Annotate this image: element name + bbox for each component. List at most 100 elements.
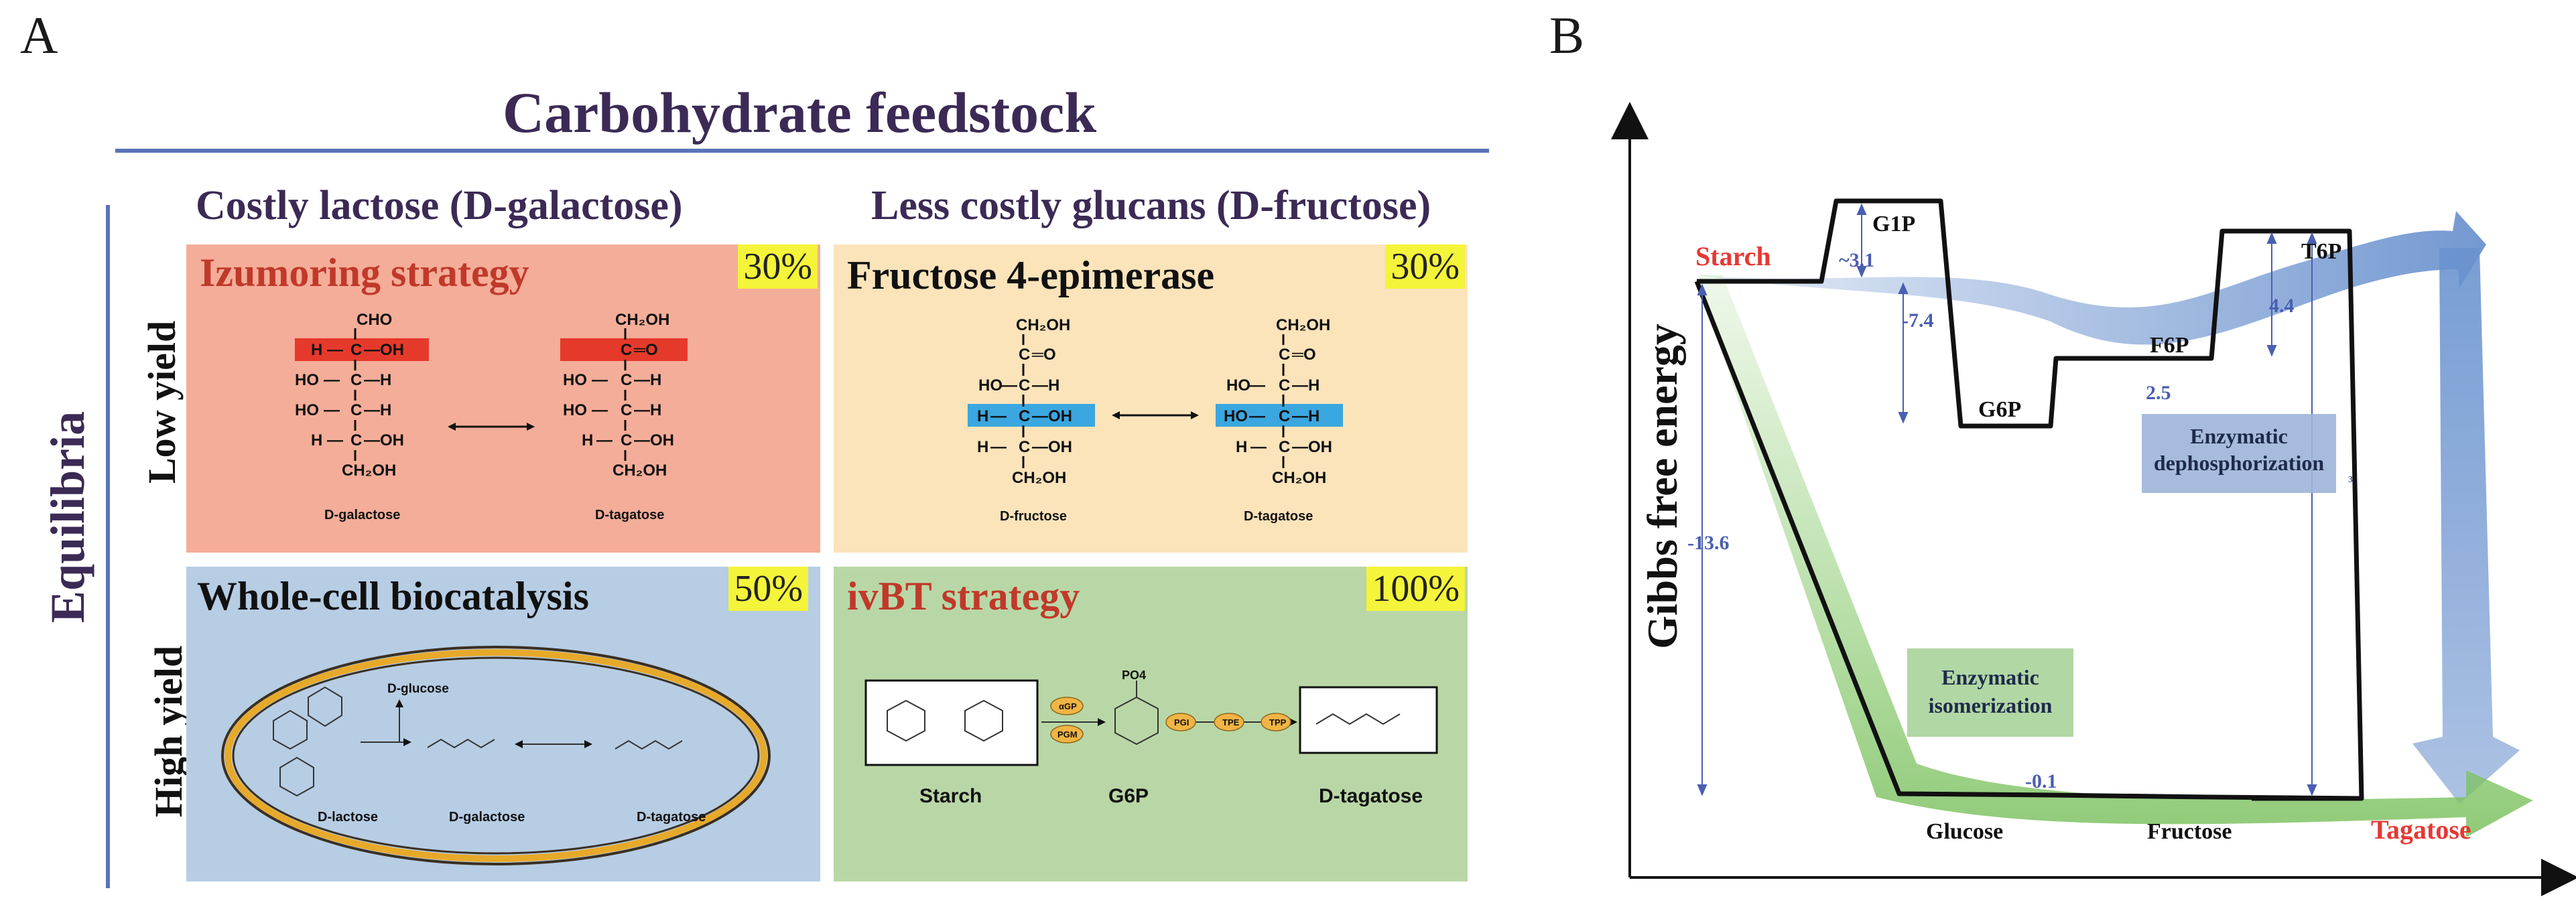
svg-text:C: C [1019,438,1030,456]
svg-text:—: — [324,401,340,419]
value-starch-g1p: ~3.1 [1839,249,1874,271]
side-divider [106,205,110,888]
enzyme-agp: αGP [1059,701,1077,711]
izumoring-right-label: D-tagatose [595,508,664,522]
svg-text:═O: ═O [1031,346,1056,364]
ivbt-box: ivBT strategy 100% αGP PGM PGI TPE TPP [834,567,1468,881]
wholecell-tagatose-label: D-tagatose [637,810,706,825]
svg-text:H: H [977,438,988,456]
izumoring-box: Izumoring strategy 30% CHO H—C—OH HO—C—H… [186,244,820,553]
svg-text:C: C [1279,407,1290,425]
svg-text:—H: —H [364,371,391,389]
value-g1p-g6p: -7.4 [1902,309,1934,332]
svg-text:—: — [990,438,1007,456]
label-t6p: T6P [2301,239,2341,264]
wholecell-diagram: D-glucose D-lactose D-galactose D-tagato… [221,646,771,865]
ivbt-po4-label: PO4 [1122,668,1146,682]
svg-text:—OH: —OH [1032,438,1072,456]
svg-text:C: C [621,431,632,449]
isom-path [1694,280,2362,801]
izumoring-left-label: D-galactose [324,508,400,522]
svg-text:CHO: CHO [357,311,392,329]
column-head-glucans: Less costly glucans (D-fructose) [871,183,1431,228]
svg-text:HO: HO [1224,407,1248,425]
epimerase-title: Fructose 4-epimerase [847,253,1215,297]
svg-text:—: — [1249,407,1265,425]
ivbt-diagram: αGP PGM PGI TPE TPP PO4 Starch G6P D-tag… [864,668,1438,807]
svg-text:CH₂OH: CH₂OH [1276,316,1330,334]
label-g1p: G1P [1872,212,1915,236]
svg-text:H: H [1236,438,1247,456]
svg-text:—H: —H [1292,407,1319,425]
value-starch-glucose: -13.6 [1687,532,1730,554]
label-fructose: Fructose [2147,819,2232,844]
high-yield-label: High yield [147,645,190,818]
svg-text:CH₂OH: CH₂OH [1012,469,1066,487]
svg-text:C: C [1279,346,1290,364]
epimerase-structures: CH₂OH C═O HO—C—H H—C—OH H—C—OH CH₂OH CH₂… [968,316,1343,524]
epimerase-right-label: D-tagatose [1244,509,1313,524]
svg-text:CH₂OH: CH₂OH [342,462,396,480]
svg-text:C: C [1019,376,1030,395]
label-starch: Starch [1695,241,1771,271]
feedstock-title: Carbohydrate feedstock [503,80,1097,145]
ivbt-g6p-label: G6P [1108,785,1149,807]
svg-text:—H: —H [634,371,661,389]
panel-b-letter: B [1549,6,1585,64]
svg-text:C: C [350,401,362,419]
svg-text:H: H [311,341,322,359]
svg-text:—OH: —OH [364,341,404,359]
svg-text:—OH: —OH [1032,407,1072,425]
svg-text:C: C [1019,346,1030,364]
wholecell-lactose-label: D-lactose [318,810,378,825]
enzyme-tpe: TPE [1222,717,1240,727]
label-f6p: F6P [2150,333,2189,358]
svg-text:—: — [1249,376,1265,395]
epimerase-percent: 30% [1385,244,1465,289]
ivbt-starch-label: Starch [919,785,982,807]
blue-route-arrow [1695,211,2486,345]
izumoring-title: Izumoring strategy [200,251,529,295]
svg-text:CH₂OH: CH₂OH [613,462,667,480]
svg-text:C: C [621,341,632,359]
svg-text:—OH: —OH [1292,438,1332,456]
ivbt-title: ivBT strategy [847,574,1080,618]
svg-text:C: C [350,371,362,389]
svg-text:HO: HO [295,371,319,389]
wholecell-glucose-label: D-glucose [387,682,449,696]
blue-down-arrow [2412,248,2520,804]
svg-text:═O: ═O [633,341,658,359]
svg-text:HO: HO [563,371,587,389]
svg-text:—: — [1250,438,1267,456]
epimerase-box: Fructose 4-epimerase 30% CH₂OH C═O HO—C—… [834,244,1468,553]
enzyme-pgm: PGM [1057,729,1078,739]
svg-text:—H: —H [1292,376,1319,395]
svg-text:—: — [1001,376,1017,395]
label-glucose: Glucose [1926,819,2003,844]
column-head-lactose: Costly lactose (D-galactose) [196,183,683,228]
svg-text:—H: —H [364,401,391,419]
small-mark: 3 [2348,475,2353,485]
izumoring-structures: CHO H—C—OH HO—C—H HO—C—H H—C—OH CH₂OH CH… [295,311,688,522]
svg-text:—: — [592,371,608,389]
svg-text:CH₂OH: CH₂OH [1016,316,1070,334]
izumoring-percent: 30% [738,244,818,289]
svg-text:CH₂OH: CH₂OH [1272,469,1326,487]
svg-text:C: C [1279,376,1290,395]
svg-text:C: C [350,431,362,449]
svg-text:H: H [582,431,593,449]
svg-text:C: C [1019,407,1030,425]
enzyme-tpp: TPP [1269,717,1287,727]
ivbt-tagatose-label: D-tagatose [1319,785,1423,807]
svg-text:—OH: —OH [364,431,404,449]
label-tagatose: Tagatose [2371,815,2471,845]
isom-box [1907,648,2073,737]
svg-text:H: H [311,431,322,449]
epimerase-left-label: D-fructose [1000,509,1067,524]
phospho-path [1697,198,2364,801]
svg-text:—: — [327,341,343,359]
svg-text:C: C [621,401,632,419]
